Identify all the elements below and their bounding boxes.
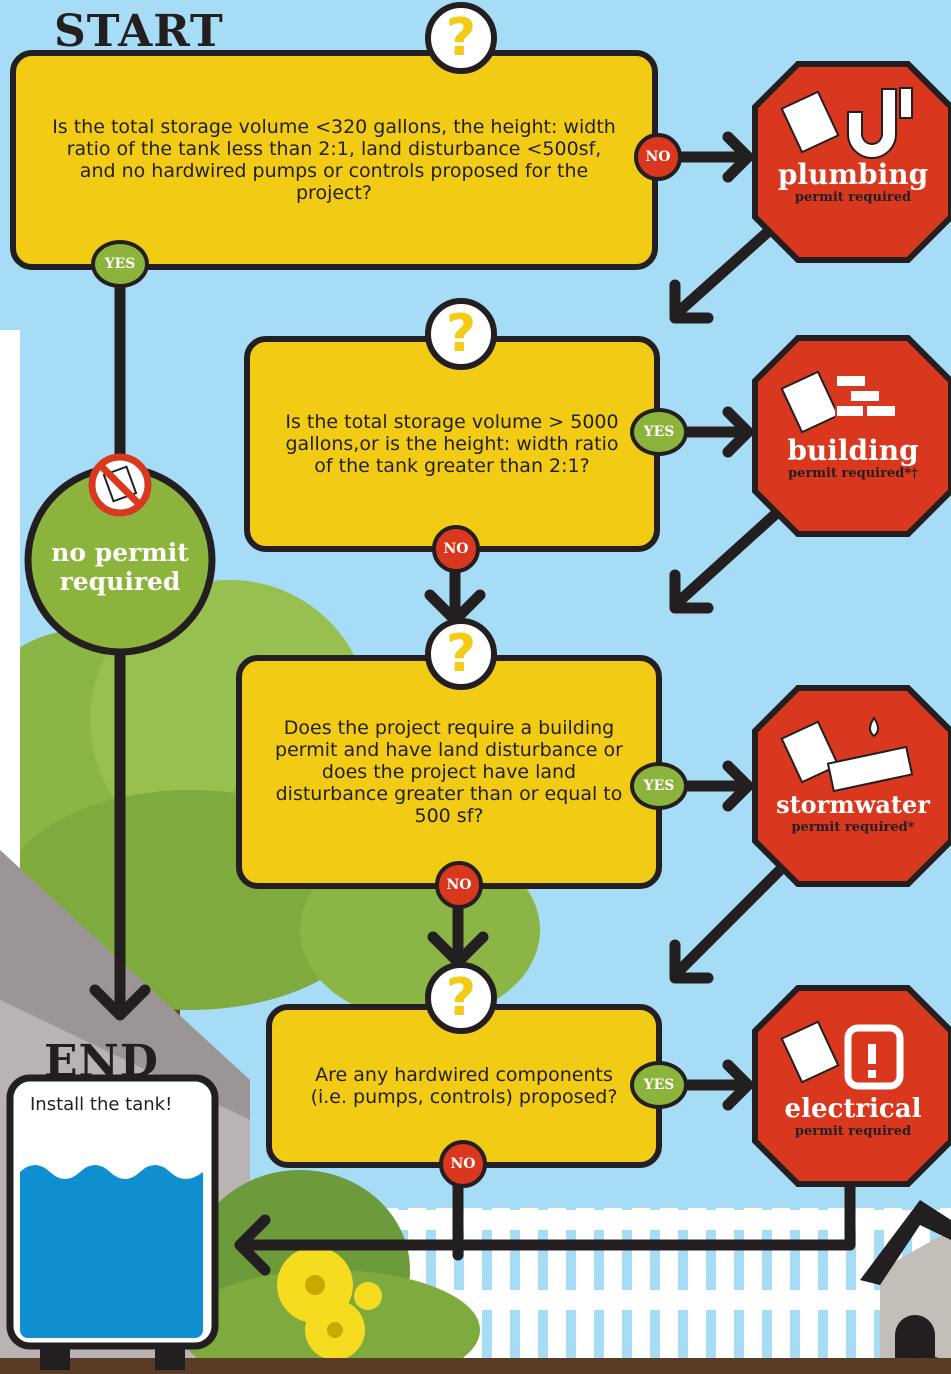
stormwater-permit: stormwater permit required*: [755, 790, 951, 836]
stop-signs: [752, 61, 951, 1187]
start-label: START: [54, 6, 224, 57]
fence-picket: [576, 1208, 594, 1360]
permit-subtitle: permit required: [794, 190, 912, 205]
water-tank: [6, 1074, 219, 1370]
flowers: [277, 1247, 382, 1360]
pipe-icon: [780, 87, 913, 159]
fence-picket: [520, 1208, 538, 1360]
question-mark-icon: ?: [425, 618, 497, 690]
electrical-permit: electrical permit required: [755, 1094, 951, 1140]
no-permit-line-1: no permit: [51, 538, 189, 567]
yes-badge: YES: [630, 408, 688, 456]
question-box-1: Is the total storage volume <320 gallons…: [10, 50, 658, 270]
fence-picket: [660, 1208, 678, 1360]
storm-drain-icon: [780, 716, 914, 793]
no-badge: NO: [432, 525, 480, 573]
no-permit-label: no permit required: [30, 538, 210, 596]
yes-badge: YES: [630, 762, 688, 810]
permit-title: building: [787, 434, 919, 467]
question-mark-icon: ?: [425, 962, 497, 1034]
fence-picket: [828, 1208, 846, 1360]
no-document-icon: [88, 453, 152, 517]
question-mark-icon: ?: [425, 298, 497, 370]
permit-title: plumbing: [777, 158, 929, 191]
permit-title: electrical: [784, 1094, 922, 1124]
question-mark-icon: ?: [425, 2, 497, 74]
no-badge: NO: [634, 133, 682, 181]
fence-picket: [744, 1208, 762, 1360]
fence-picket: [772, 1208, 790, 1360]
outlet-icon: [780, 1020, 904, 1090]
question-text-4: Are any hardwired components (i.e. pumps…: [310, 1064, 618, 1108]
permit-subtitle: permit required*: [791, 820, 915, 835]
fence-picket: [632, 1208, 650, 1360]
no-permit-circle: [24, 453, 216, 656]
no-badge: NO: [435, 861, 483, 909]
ground: [0, 1358, 951, 1374]
fence-picket: [604, 1208, 622, 1360]
end-label: END: [44, 1036, 159, 1087]
fence-picket: [688, 1208, 706, 1360]
fence-picket: [548, 1208, 566, 1360]
permit-subtitle: permit required: [794, 1124, 912, 1139]
no-permit-line-2: required: [59, 567, 181, 596]
permit-subtitle: permit required*†: [788, 466, 918, 481]
bricks-icon: [780, 370, 897, 434]
question-box-3: Does the project require a building perm…: [236, 655, 662, 889]
fence-picket: [800, 1208, 818, 1360]
question-box-2: Is the total storage volume > 5000 gallo…: [244, 336, 660, 552]
question-text-3: Does the project require a building perm…: [275, 717, 623, 827]
building-permit: building permit required*†: [755, 436, 951, 482]
question-text-2: Is the total storage volume > 5000 gallo…: [285, 411, 619, 477]
permit-title: stormwater: [776, 790, 930, 819]
yes-badge: YES: [630, 1061, 688, 1109]
fence-picket: [492, 1208, 510, 1360]
fence-picket: [856, 1208, 874, 1360]
connectors: [89, 131, 856, 1276]
plumbing-permit: plumbing permit required: [755, 160, 951, 206]
end-text: Install the tank!: [30, 1094, 173, 1115]
question-text-1: Is the total storage volume <320 gallons…: [52, 116, 616, 204]
yes-badge: YES: [91, 240, 149, 288]
fence-picket: [716, 1208, 734, 1360]
no-badge: NO: [439, 1140, 487, 1188]
